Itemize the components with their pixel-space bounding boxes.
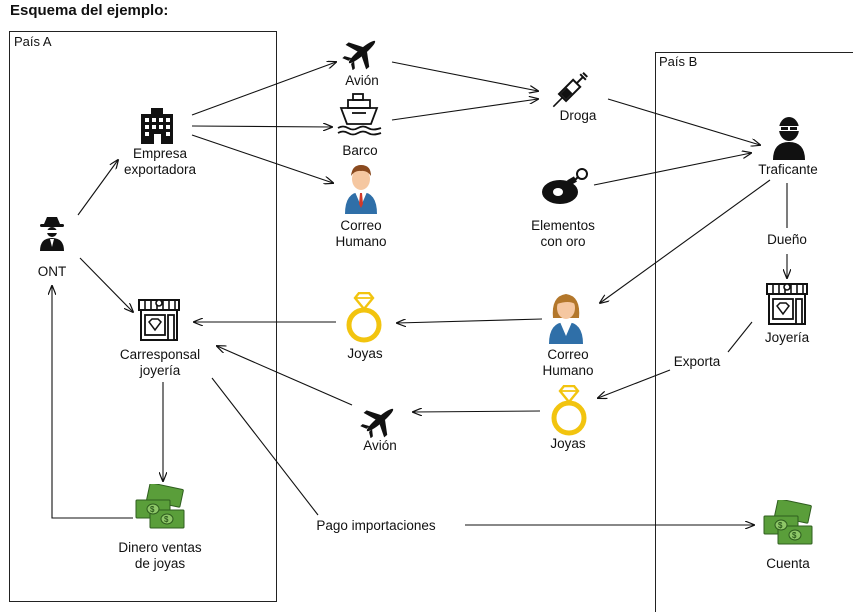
empresa-label-line1: Empresa bbox=[132, 146, 188, 161]
svg-text:$: $ bbox=[778, 521, 783, 530]
syringe-icon bbox=[552, 72, 588, 108]
droga-label: Droga bbox=[559, 108, 597, 124]
diagram-title: Esquema del ejemplo: bbox=[10, 2, 169, 19]
avion-low-label: Avión bbox=[363, 438, 397, 454]
arrow-empresa-correo bbox=[191, 134, 333, 183]
joyas-low-label: Joyas bbox=[550, 436, 586, 452]
arrow-elementos-traficante bbox=[593, 153, 751, 186]
money-stack-icon: $ $ bbox=[135, 484, 185, 529]
arrow-dinero-ont bbox=[52, 286, 133, 519]
empresa-label: Empresa exportadora bbox=[123, 146, 197, 178]
empresa-label-line2: exportadora bbox=[123, 162, 197, 177]
diamond-ring-icon bbox=[346, 292, 382, 343]
elementos-label-line2: con oro bbox=[540, 234, 586, 249]
airplane-icon bbox=[342, 40, 376, 70]
correo-top-label-line1: Correo bbox=[340, 218, 382, 233]
line-joyeria-exporta bbox=[727, 321, 753, 353]
arrow-barco-droga bbox=[391, 99, 538, 121]
jewelry-store-icon bbox=[138, 299, 180, 341]
correo-top-label: Correo Humano bbox=[335, 218, 387, 250]
arrow-ont-corresponsal bbox=[79, 257, 133, 312]
country-a-label: País A bbox=[14, 34, 52, 49]
svg-text:$: $ bbox=[150, 505, 155, 514]
country-b-label: País B bbox=[659, 54, 698, 69]
dinero-label-line1: Dinero ventas bbox=[118, 540, 202, 555]
ont-label: ONT bbox=[37, 264, 67, 280]
correo-top-label-line2: Humano bbox=[335, 234, 387, 249]
airplane-icon bbox=[360, 408, 394, 438]
building-icon bbox=[141, 108, 173, 144]
cuenta-label: Cuenta bbox=[766, 556, 810, 572]
businessman-icon bbox=[345, 165, 377, 214]
barco-label: Barco bbox=[342, 143, 378, 159]
joyas-mid-label: Joyas bbox=[347, 346, 383, 362]
perfume-bottle-icon bbox=[542, 168, 588, 204]
exporta-label: Exporta bbox=[673, 354, 721, 370]
line-corresponsal-pago bbox=[211, 377, 319, 516]
elementos-label: Elementos con oro bbox=[531, 218, 595, 250]
spy-icon bbox=[40, 217, 64, 251]
arrow-exporta-joyas bbox=[598, 369, 671, 398]
avion-top-label: Avión bbox=[345, 73, 379, 89]
corresponsal-label-line2: joyería bbox=[139, 363, 181, 378]
businesswoman-icon bbox=[549, 294, 583, 344]
correo-mid-label: Correo Humano bbox=[542, 347, 594, 379]
arrow-joyas-avion bbox=[413, 411, 541, 412]
arrow-empresa-avion bbox=[191, 62, 336, 116]
arrow-traficante-correo bbox=[600, 179, 771, 303]
jewelry-store-icon bbox=[766, 283, 808, 325]
svg-text:$: $ bbox=[164, 515, 169, 524]
dueno-label: Dueño bbox=[767, 232, 807, 248]
arrow-droga-traficante bbox=[607, 98, 760, 145]
arrow-avion-droga bbox=[391, 61, 538, 91]
corresponsal-label: Carresponsal joyería bbox=[119, 347, 201, 379]
arrow-correo-joyas bbox=[397, 318, 543, 323]
diamond-ring-icon bbox=[551, 385, 587, 436]
arrow-ont-empresa bbox=[77, 160, 118, 216]
joyeria-label: Joyería bbox=[764, 330, 810, 346]
elementos-label-line1: Elementos bbox=[531, 218, 595, 233]
arrow-empresa-barco bbox=[191, 126, 332, 127]
money-stack-icon: $ $ bbox=[763, 500, 813, 545]
arrow-avion-corresponsal bbox=[217, 346, 353, 406]
country-b-region bbox=[655, 52, 853, 612]
correo-mid-label-line2: Humano bbox=[542, 363, 594, 378]
masked-man-icon bbox=[773, 117, 805, 160]
traficante-label: Traficante bbox=[758, 162, 818, 178]
country-a-region bbox=[9, 31, 277, 602]
svg-text:$: $ bbox=[792, 531, 797, 540]
dinero-label: Dinero ventas de joyas bbox=[118, 540, 202, 572]
pago-label: Pago importaciones bbox=[316, 518, 436, 534]
ship-icon bbox=[337, 93, 382, 136]
correo-mid-label-line1: Correo bbox=[547, 347, 589, 362]
corresponsal-label-line1: Carresponsal bbox=[119, 347, 201, 362]
dinero-label-line2: de joyas bbox=[134, 556, 186, 571]
